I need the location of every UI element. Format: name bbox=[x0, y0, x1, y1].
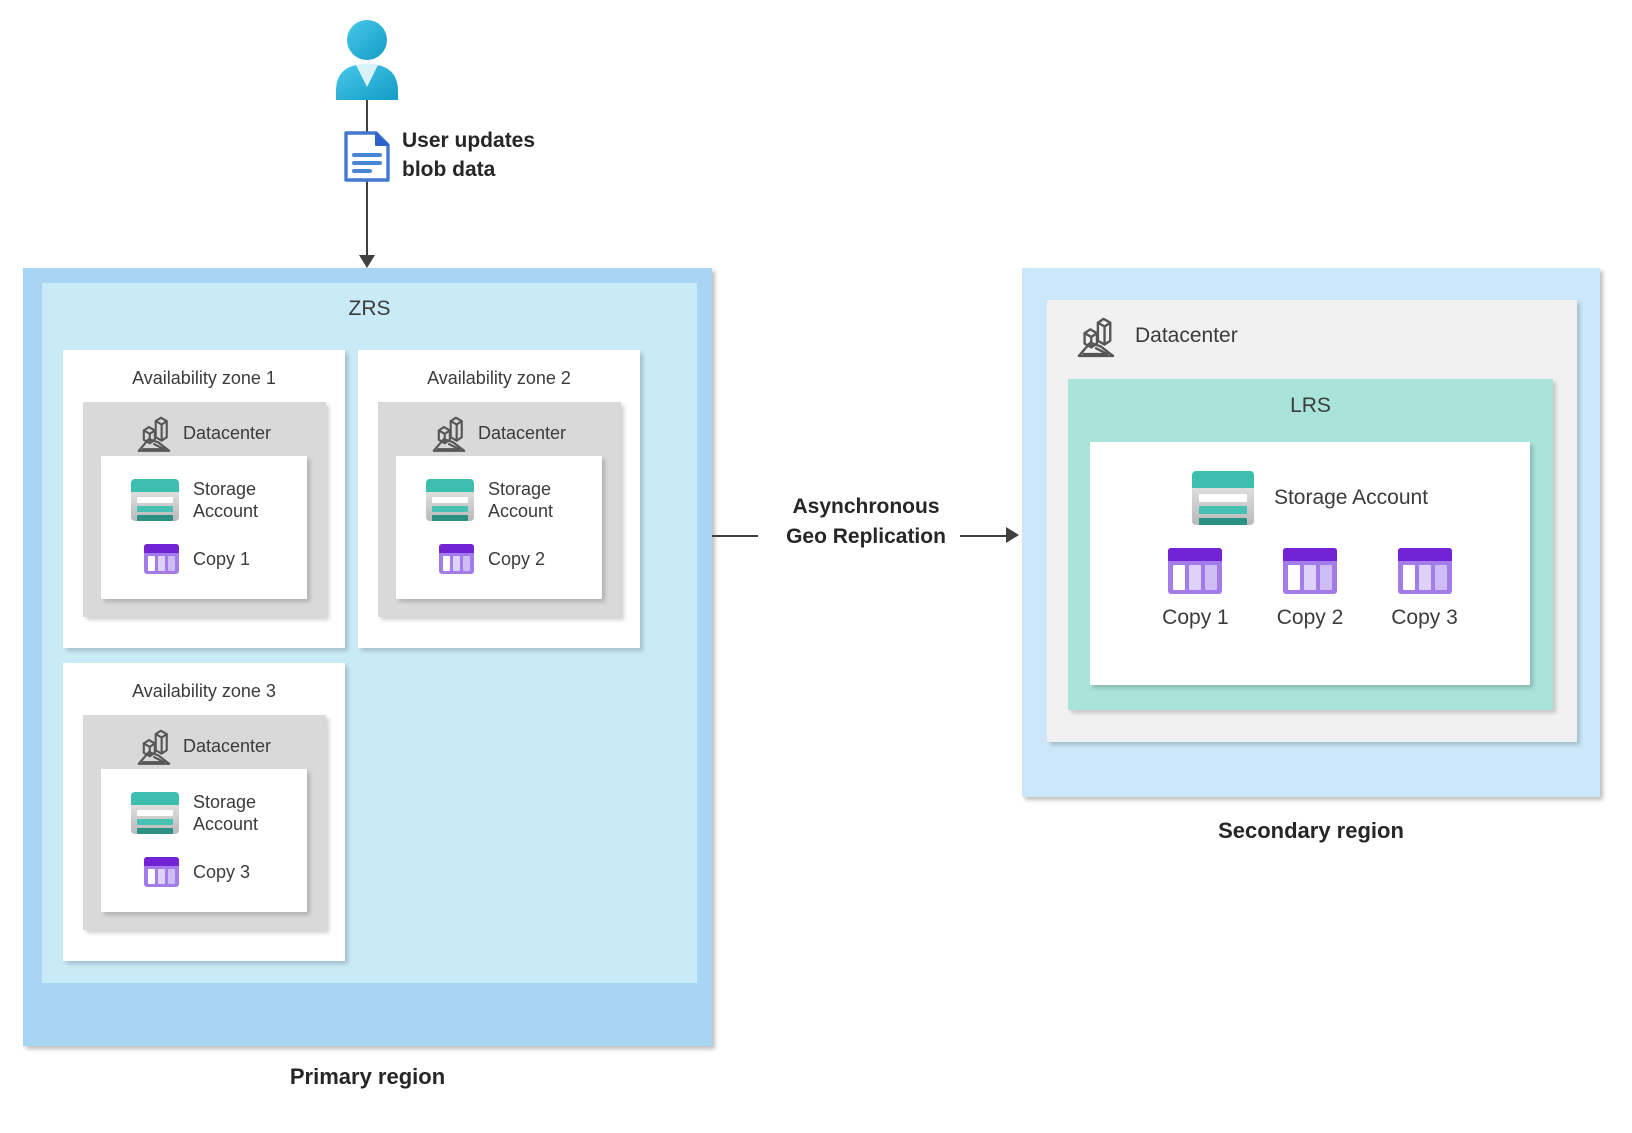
zone-title: Availability zone 3 bbox=[132, 681, 276, 701]
user-person-icon bbox=[336, 20, 398, 100]
primary-region-label: Primary region bbox=[289, 1064, 446, 1089]
replication-line-right bbox=[960, 535, 1007, 537]
user-caption: User updates blob data bbox=[402, 126, 535, 184]
copy-label: Copy 2 bbox=[488, 549, 546, 569]
datacenter-header: Datacenter bbox=[83, 402, 326, 456]
replication-label: Asynchronous Geo Replication bbox=[740, 492, 992, 552]
storage-account-icon bbox=[426, 479, 474, 521]
zone-datacenter-box: Datacenter Storage Account Copy 1 bbox=[82, 402, 326, 617]
copy-label: Copy 2 bbox=[1276, 606, 1344, 629]
user-caption-line2: blob data bbox=[402, 158, 496, 181]
copy-table-icon bbox=[1282, 548, 1337, 594]
storage-account-icon bbox=[1191, 471, 1254, 525]
replication-label-line1: Asynchronous bbox=[792, 495, 940, 518]
storage-account-row: Storage Account bbox=[131, 478, 307, 522]
storage-account-icon bbox=[131, 792, 179, 834]
copy-table-icon bbox=[1397, 548, 1452, 594]
copy-table-icon bbox=[144, 544, 179, 574]
zone-datacenter-box: Datacenter Storage Account Copy 3 bbox=[82, 715, 326, 930]
availability-zone-2: Availability zone 2 Datacenter St bbox=[358, 350, 640, 648]
datacenter-building-icon bbox=[1077, 317, 1115, 358]
zone-inner-box: Storage Account Copy 1 bbox=[101, 456, 307, 599]
zone-inner-box: Storage Account Copy 3 bbox=[101, 769, 307, 912]
storage-account-label: Storage Account bbox=[1273, 486, 1429, 509]
copy-label: Copy 3 bbox=[1391, 606, 1458, 629]
secondary-region-label: Secondary region bbox=[1218, 818, 1404, 843]
storage-account-row: Storage Account bbox=[1090, 471, 1530, 525]
primary-region: ZRS Availability zone 1 Datacenter bbox=[23, 268, 712, 1046]
datacenter-label: Datacenter bbox=[477, 422, 567, 443]
copy-row: Copy 1 bbox=[131, 544, 307, 574]
copy-label: Copy 1 bbox=[1162, 606, 1229, 629]
secondary-region: Datacenter LRS Storage Account Copy 1 bbox=[1022, 268, 1600, 797]
datacenter-building-icon bbox=[432, 416, 466, 452]
down-arrowhead-icon bbox=[359, 255, 375, 268]
copy-row: Copy 2 bbox=[426, 544, 602, 574]
user-caption-line1: User updates bbox=[402, 129, 536, 152]
storage-account-row: Storage Account bbox=[426, 478, 602, 522]
zone-title: Availability zone 1 bbox=[132, 368, 276, 388]
storage-account-label: Storage Account bbox=[193, 792, 259, 834]
datacenter-label: Datacenter bbox=[182, 735, 272, 756]
lrs-container: LRS Storage Account Copy 1 Copy 2 bbox=[1068, 379, 1553, 710]
copy-item: Copy 3 bbox=[1391, 548, 1458, 630]
copies-row: Copy 1 Copy 2 Copy 3 bbox=[1090, 548, 1530, 630]
datacenter-header: Datacenter bbox=[1077, 314, 1238, 358]
datacenter-header: Datacenter bbox=[83, 715, 326, 769]
copy-item: Copy 2 bbox=[1276, 548, 1344, 630]
replication-label-line2: Geo Replication bbox=[786, 525, 946, 548]
replication-line-left bbox=[712, 535, 758, 537]
zrs-container: ZRS Availability zone 1 Datacenter bbox=[42, 283, 697, 983]
storage-account-label: Storage Account bbox=[193, 479, 259, 521]
lrs-inner-box: Storage Account Copy 1 Copy 2 bbox=[1090, 442, 1530, 685]
storage-account-icon bbox=[131, 479, 179, 521]
zone-title: Availability zone 2 bbox=[427, 368, 571, 388]
datacenter-label: Datacenter bbox=[1135, 324, 1238, 347]
copy-label: Copy 3 bbox=[193, 862, 251, 882]
datacenter-label: Datacenter bbox=[182, 422, 272, 443]
right-arrowhead-icon bbox=[1006, 527, 1019, 543]
copy-label: Copy 1 bbox=[193, 549, 251, 569]
blob-document-icon bbox=[344, 131, 390, 182]
datacenter-header: Datacenter bbox=[378, 402, 621, 456]
datacenter-building-icon bbox=[137, 729, 171, 765]
copy-row: Copy 3 bbox=[131, 857, 307, 887]
copy-table-icon bbox=[439, 544, 474, 574]
zone-inner-box: Storage Account Copy 2 bbox=[396, 456, 602, 599]
availability-zone-3: Availability zone 3 Datacenter St bbox=[63, 663, 345, 961]
copy-table-icon bbox=[1168, 548, 1223, 594]
copy-table-icon bbox=[144, 857, 179, 887]
storage-account-label: Storage Account bbox=[488, 479, 554, 521]
zone-datacenter-box: Datacenter Storage Account Copy 2 bbox=[377, 402, 621, 617]
storage-account-row: Storage Account bbox=[131, 791, 307, 835]
copy-item: Copy 1 bbox=[1162, 548, 1229, 630]
zrs-label: ZRS bbox=[348, 297, 391, 320]
availability-zone-1: Availability zone 1 Datacenter St bbox=[63, 350, 345, 648]
lrs-label: LRS bbox=[1290, 394, 1331, 417]
secondary-datacenter-box: Datacenter LRS Storage Account Copy 1 bbox=[1047, 300, 1577, 742]
datacenter-building-icon bbox=[137, 416, 171, 452]
